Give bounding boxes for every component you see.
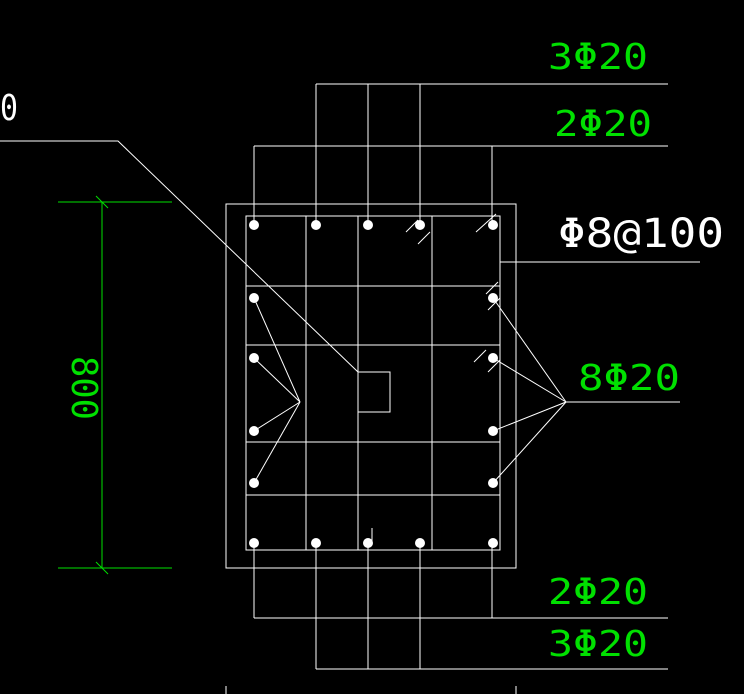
label-stirrup: Φ8@100 <box>558 211 724 257</box>
rebar-dot <box>488 426 498 436</box>
hook-tick <box>417 231 431 245</box>
label-partial-left: 0 <box>0 88 18 129</box>
stirrup-hoop <box>245 215 501 551</box>
rebar-dot <box>249 538 259 548</box>
leader-side-right <box>492 401 567 484</box>
label-bottom-inner-rebar: 2Φ20 <box>548 572 648 613</box>
leader-side-left <box>253 297 301 403</box>
rebar-dot <box>415 220 425 230</box>
rebar-dot <box>363 220 373 230</box>
column-outline <box>225 203 517 569</box>
leader-side-left <box>253 357 301 403</box>
rebar-dot <box>415 538 425 548</box>
center-marker <box>357 371 391 413</box>
hook-tick <box>473 349 487 363</box>
rebar-dot <box>249 293 259 303</box>
leader-side-left <box>253 401 301 432</box>
label-bottom-outer-rebar: 3Φ20 <box>548 624 648 665</box>
rebar-dot <box>488 353 498 363</box>
rebar-dot <box>488 293 498 303</box>
rebar-dot <box>488 538 498 548</box>
leader-partial-left <box>0 140 359 373</box>
rebar-dot <box>488 220 498 230</box>
label-side-rebar: 8Φ20 <box>578 358 680 399</box>
leader-side-right <box>492 297 567 403</box>
rebar-dot <box>488 478 498 488</box>
rebar-dot <box>249 426 259 436</box>
label-top-outer-rebar: 3Φ20 <box>548 37 648 78</box>
leader-side-right <box>492 357 567 403</box>
hook-tick <box>475 213 497 233</box>
rebar-dot <box>249 220 259 230</box>
label-top-inner-rebar: 2Φ20 <box>554 104 652 145</box>
label-dimension: 800 <box>63 356 104 420</box>
rebar-dot <box>311 220 321 230</box>
hook-tick <box>485 281 499 295</box>
leader-side-left <box>253 401 301 484</box>
rebar-dot <box>249 478 259 488</box>
dimension-line <box>58 195 172 575</box>
rebar-dot <box>363 538 373 548</box>
hook-tick <box>487 359 501 373</box>
rebar-dot <box>311 538 321 548</box>
rebar-group <box>249 220 498 548</box>
leader-side-right <box>492 401 567 432</box>
rebar-dot <box>249 353 259 363</box>
hook-tick <box>487 297 501 311</box>
